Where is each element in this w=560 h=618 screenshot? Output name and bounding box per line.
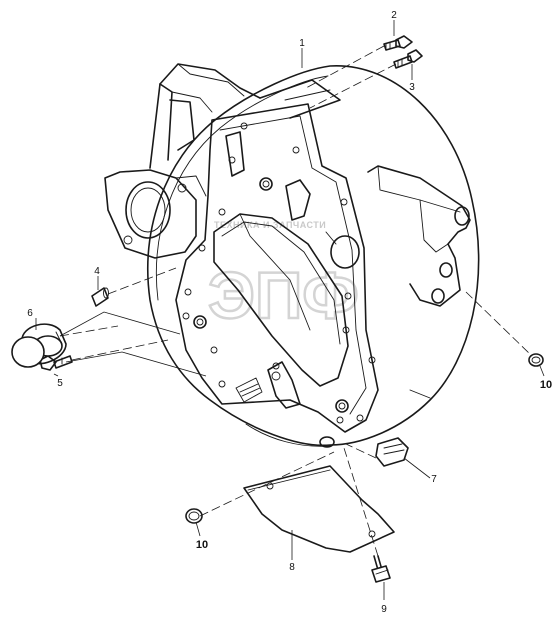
plug-part-10-left <box>185 508 203 524</box>
label-part-4: 4 <box>94 266 100 277</box>
pin-part-4 <box>91 287 109 307</box>
label-part-8: 8 <box>289 562 295 573</box>
label-part-10-left: 10 <box>196 539 208 551</box>
bolt-part-9 <box>371 555 391 583</box>
watermark-logo-text: ЭПФ <box>208 258 359 332</box>
label-part-5: 5 <box>57 378 63 389</box>
watermark-caption: ТЕХНИКА И ЗАПЧАСТИ <box>214 220 326 230</box>
part-labels: 1 2 3 4 5 6 7 8 9 10 10 <box>27 10 552 615</box>
label-part-1: 1 <box>299 38 305 49</box>
label-part-7: 7 <box>431 474 437 485</box>
cover-plate-part-8 <box>243 465 395 553</box>
flywheel-housing <box>104 63 480 448</box>
plug-part-10-right <box>528 353 544 367</box>
watermark: ЭПФ ТЕХНИКА И ЗАПЧАСТИ <box>207 220 360 333</box>
plug-part-6 <box>11 323 67 368</box>
label-part-6: 6 <box>27 308 33 319</box>
label-part-2: 2 <box>391 10 397 21</box>
bolt-part-3 <box>393 49 423 69</box>
label-part-3: 3 <box>409 82 415 93</box>
leader-lines <box>35 20 545 600</box>
assembly-lines <box>59 45 533 557</box>
bolt-part-2 <box>383 35 413 51</box>
label-part-9: 9 <box>381 604 387 615</box>
grommet-part-7 <box>375 437 409 467</box>
label-part-10-right: 10 <box>540 379 552 391</box>
